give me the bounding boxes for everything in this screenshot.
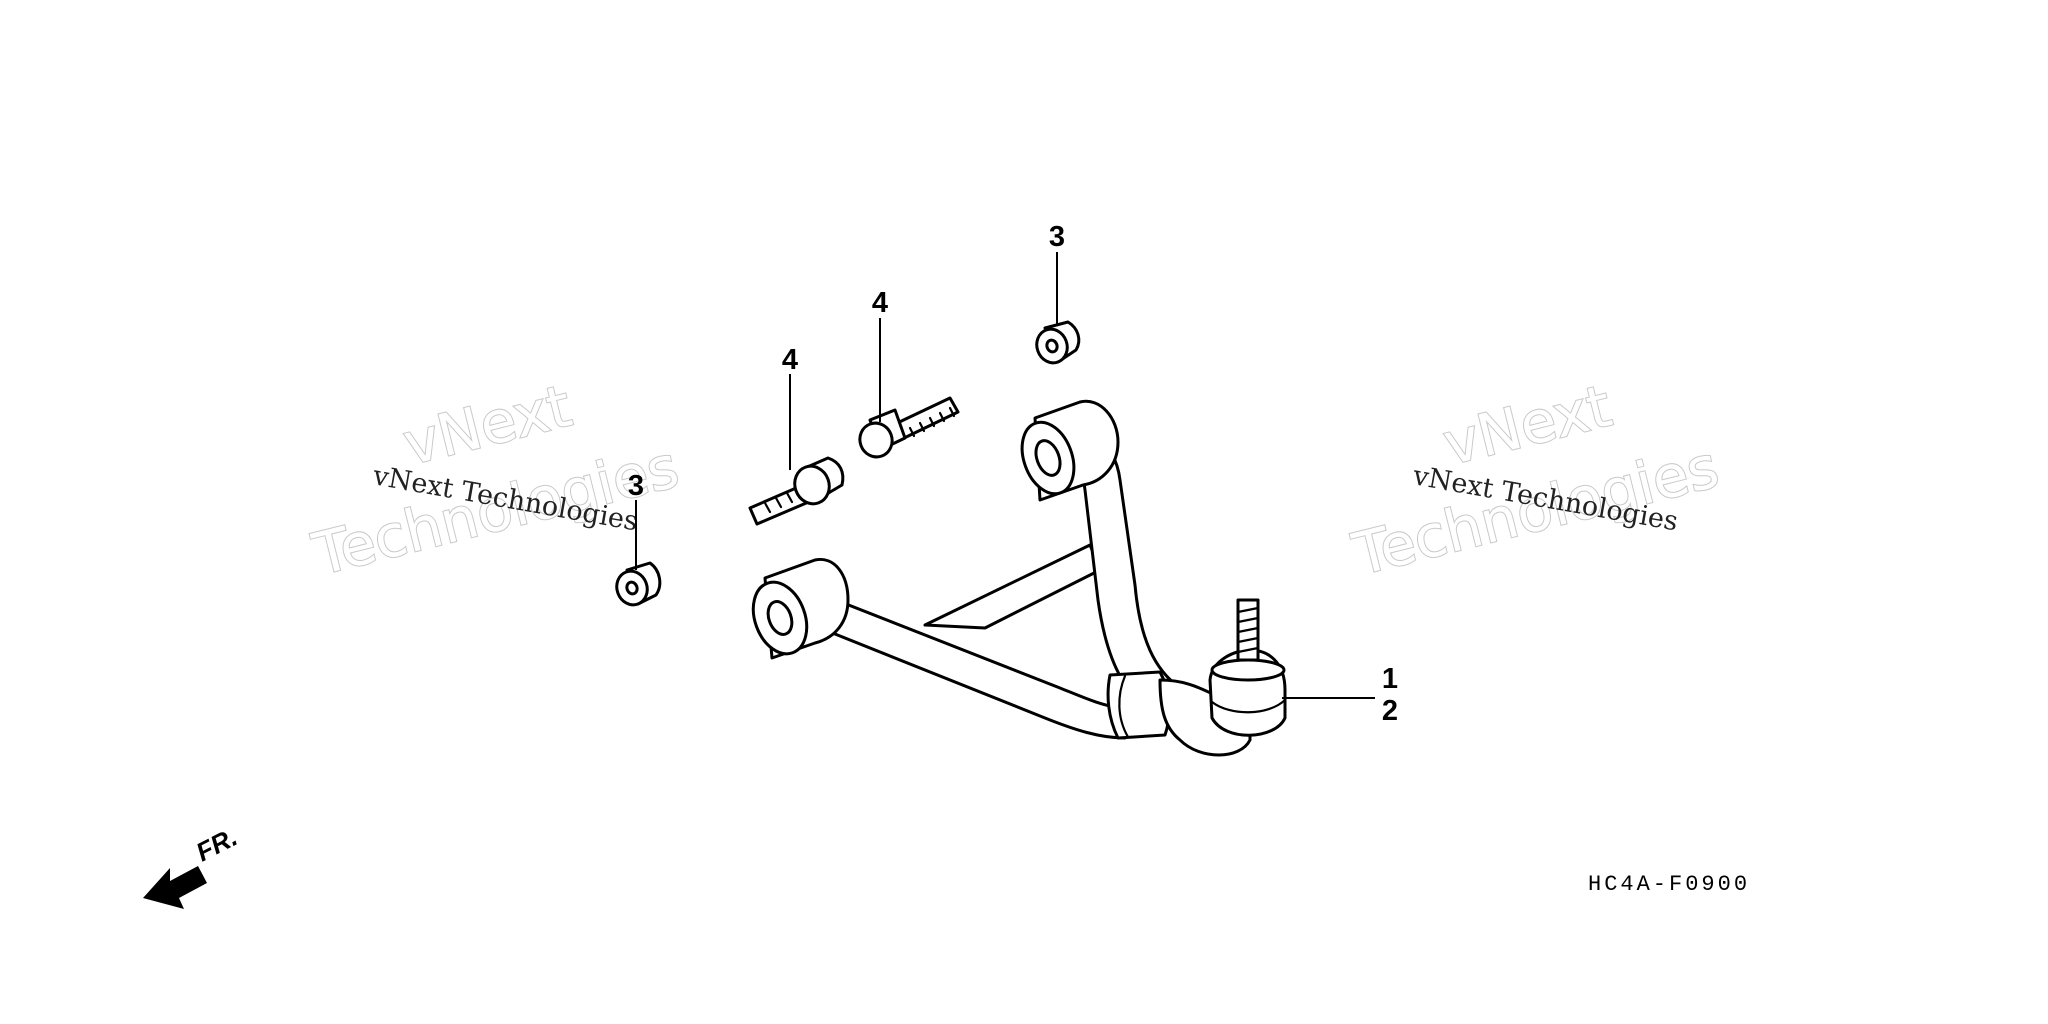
flange-bolt-upper[interactable] xyxy=(855,396,960,461)
leader-lines xyxy=(635,252,1375,699)
watermark-right: vNext Technologies vNext Technologies xyxy=(1345,371,1726,590)
drawing-reference-code: HC4A-F0900 xyxy=(1588,872,1750,897)
callout-arm-part-a: 1 xyxy=(1382,663,1398,695)
watermark-left: vNext Technologies vNext Technologies xyxy=(305,371,686,590)
flange-nut-top[interactable] xyxy=(1032,320,1081,367)
upper-arm-part[interactable] xyxy=(744,399,1287,757)
arm-cross-brace xyxy=(923,543,1102,630)
callout-bolt-upper: 4 xyxy=(872,287,888,319)
callout-nut-top: 3 xyxy=(1049,221,1065,253)
flange-nut-left[interactable] xyxy=(612,561,662,609)
front-bushing xyxy=(751,557,850,660)
front-arrow-icon xyxy=(143,866,207,909)
ball-joint xyxy=(1158,598,1287,757)
callout-nut-left: 3 xyxy=(628,470,644,502)
callout-arm-part-b: 2 xyxy=(1382,695,1398,727)
flange-bolt-lower[interactable] xyxy=(748,456,845,526)
front-direction-label: FR. xyxy=(191,822,242,868)
front-direction-indicator: FR. xyxy=(143,822,242,909)
rear-bushing xyxy=(1020,399,1120,502)
callout-bolt-lower: 4 xyxy=(782,344,798,376)
